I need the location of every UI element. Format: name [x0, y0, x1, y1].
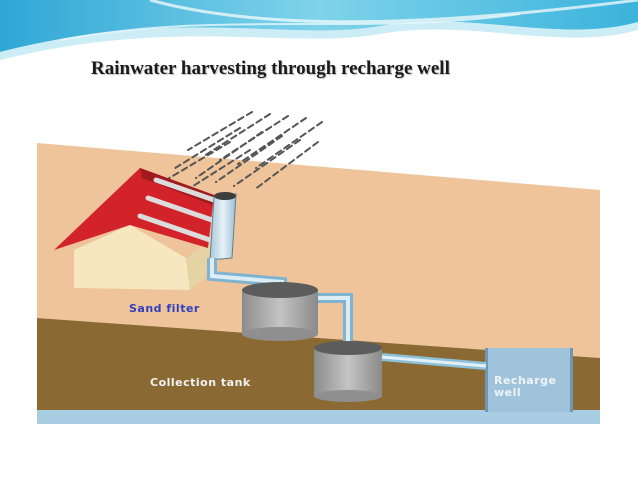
sand-filter-label: Sand filter — [129, 302, 200, 315]
slide-title: Rainwater harvesting through recharge we… — [91, 58, 450, 79]
sand-filter-tank — [242, 282, 318, 341]
water-table — [37, 410, 600, 424]
house — [54, 168, 217, 290]
header-wave — [0, 0, 638, 60]
recharge-well-label-line1: Recharge — [494, 374, 557, 387]
collection-tank — [314, 341, 382, 402]
recharge-well-label-line2: well — [494, 386, 522, 399]
collection-tank-label: Collection tank — [150, 376, 251, 389]
rain — [165, 111, 323, 191]
recharge-well — [485, 348, 573, 412]
roof-gutters — [137, 177, 217, 243]
recharge-well-label: Recharge well — [494, 375, 556, 399]
rainwater-diagram — [37, 111, 600, 424]
down-pipe — [209, 193, 237, 261]
